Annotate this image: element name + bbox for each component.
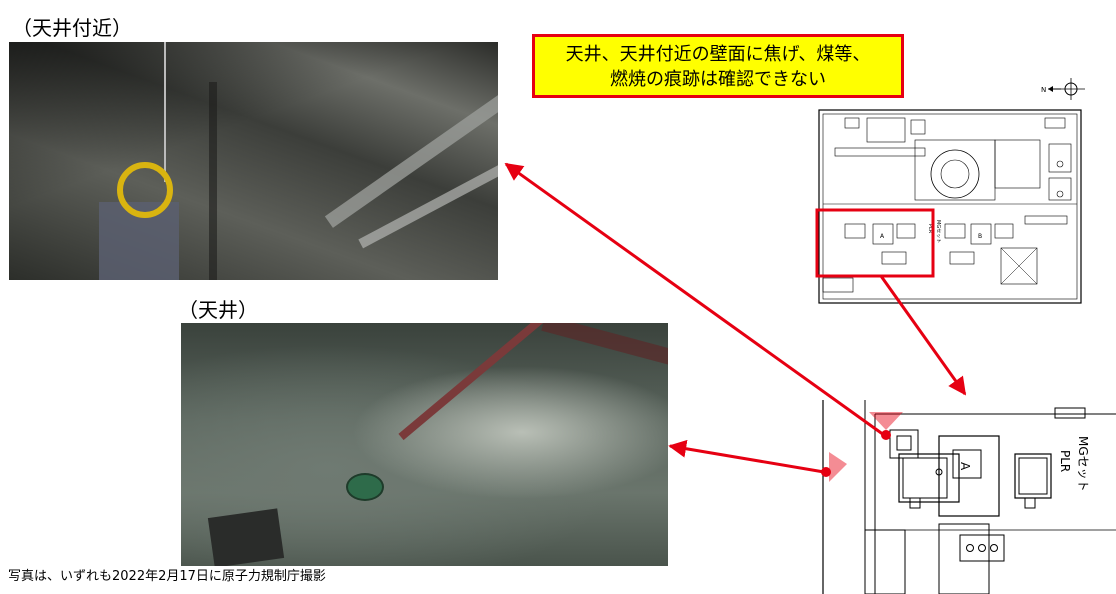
unit-b-label: B [978, 233, 982, 240]
photo-ceiling [181, 323, 668, 566]
floor-plan-detail: A PLR MGセット [815, 400, 1116, 594]
cable-reel [117, 162, 173, 218]
photo-label-ceiling: （天井） [178, 298, 258, 322]
plan-side-label-1: PLR [927, 224, 933, 234]
callout-line-2: 燃焼の痕跡は確認できない [610, 69, 826, 90]
highlight-box [815, 208, 935, 278]
floor-plan: N A B PLR MGセット [815, 78, 1085, 304]
ceiling-disc [346, 473, 384, 501]
detail-unit-a-label: A [958, 462, 972, 471]
callout-line-1: 天井、天井付近の壁面に焦げ、煤等、 [565, 44, 871, 65]
camera-cone-ceiling [829, 452, 847, 482]
plan-side-label-2: MGセット [935, 220, 941, 243]
north-arrow-icon: N [1041, 78, 1085, 100]
photo-near-ceiling [9, 42, 498, 280]
photo-caption: 写真は、いずれも2022年2月17日に原子力規制庁撮影 [8, 569, 326, 584]
detail-side-label-2: MGセット [1076, 436, 1090, 492]
arrow-to-ceiling-photo [668, 439, 825, 474]
north-label: N [1041, 86, 1046, 94]
detail-side-label-1: PLR [1058, 450, 1072, 472]
photo-label-near-ceiling: （天井付近） [12, 16, 132, 40]
unit-a-label: A [880, 233, 885, 240]
finding-callout: 天井、天井付近の壁面に焦げ、煤等、 燃焼の痕跡は確認できない [532, 34, 904, 98]
